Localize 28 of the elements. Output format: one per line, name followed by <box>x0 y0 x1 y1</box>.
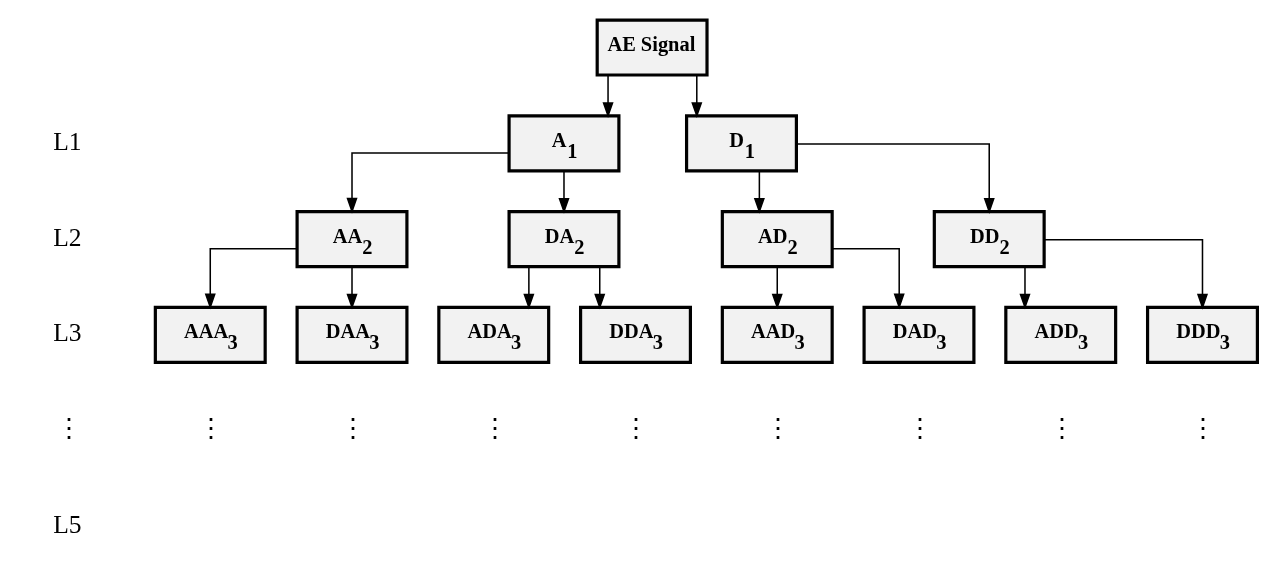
label: L3 <box>53 317 82 347</box>
label: ⋮ <box>1048 413 1075 443</box>
label: ⋮ <box>198 413 225 443</box>
arrow <box>831 247 905 309</box>
arrow <box>1019 265 1031 310</box>
arrow <box>753 169 765 214</box>
label: ⋮ <box>56 413 83 443</box>
label: L1 <box>53 126 82 156</box>
label: ⋮ <box>481 413 508 443</box>
node-box: AE Signal <box>595 18 709 77</box>
arrow <box>771 265 783 310</box>
arrow <box>346 151 510 214</box>
arrow <box>691 74 703 118</box>
label: ⋮ <box>765 413 792 443</box>
arrow <box>594 265 606 310</box>
arrow <box>558 169 570 214</box>
arrow <box>523 265 535 310</box>
arrow <box>795 142 995 214</box>
label: ⋮ <box>906 413 933 443</box>
arrow <box>1043 238 1209 310</box>
label: ⋮ <box>623 413 650 443</box>
label: L5 <box>53 509 82 539</box>
label: ⋮ <box>1190 413 1217 443</box>
arrow <box>346 265 358 310</box>
arrow <box>204 247 298 309</box>
label: L2 <box>53 222 82 251</box>
arrow <box>602 74 614 118</box>
label: ⋮ <box>339 413 366 443</box>
